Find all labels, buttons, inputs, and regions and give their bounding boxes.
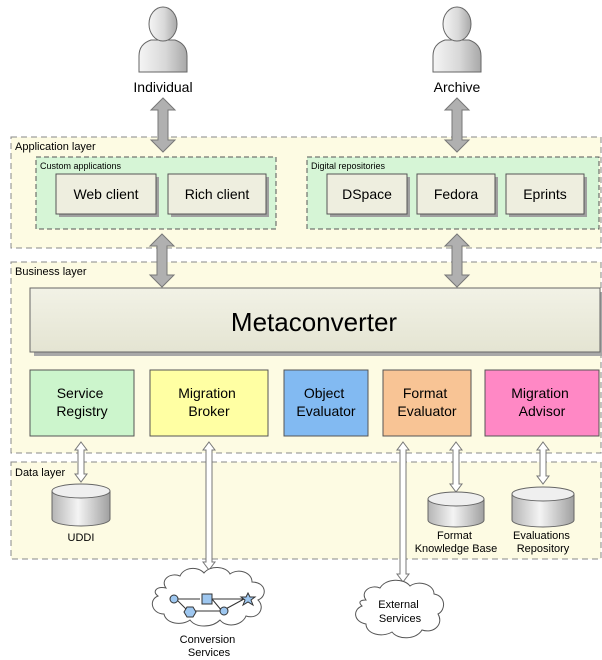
digital-repositories-label: Digital repositories — [311, 161, 386, 171]
individual-app-arrow — [149, 97, 177, 153]
uddi-label: UDDI — [68, 532, 95, 544]
eprints-box: Eprints — [505, 173, 587, 217]
metaconverter-label: Metaconverter — [231, 307, 398, 337]
archive-app-arrow — [443, 97, 471, 153]
object-evaluator-box: Object Evaluator — [283, 369, 369, 437]
migration-broker-label: Migration Broker — [178, 385, 239, 419]
archive-label: Archive — [434, 79, 481, 95]
application-layer-label: Application layer — [15, 141, 96, 153]
fedora-box: Fedora — [416, 173, 498, 217]
format-kb-label: Format Knowledge Base — [415, 530, 498, 555]
web-client-box: Web client — [55, 173, 159, 217]
registry-uddi-arrow — [74, 441, 88, 483]
object-evaluator-label: Object Evaluator — [296, 385, 355, 419]
uddi-database-icon: UDDI — [51, 483, 111, 544]
individual-label: Individual — [133, 79, 192, 95]
business-layer-label: Business layer — [15, 266, 87, 278]
migration-broker-box: Migration Broker — [149, 369, 269, 437]
external-services-label: External Services — [378, 599, 421, 625]
web-client-label: Web client — [73, 186, 138, 202]
webclient-metaconverter-arrow — [148, 233, 176, 288]
individual-person-icon: Individual — [133, 6, 193, 95]
rich-client-box: Rich client — [167, 173, 269, 217]
service-registry-box: Service Registry — [29, 369, 135, 437]
fedora-label: Fedora — [434, 186, 479, 202]
repositories-metaconverter-arrow — [443, 233, 471, 288]
format-evaluator-label: Format Evaluator — [397, 385, 456, 419]
evaluations-database-icon: Evaluations Repository — [511, 486, 575, 555]
archive-person-icon: Archive — [432, 6, 482, 95]
data-layer-label: Data layer — [15, 467, 65, 479]
migration-advisor-label: Migration Advisor — [511, 385, 572, 419]
dspace-box: DSpace — [326, 173, 410, 217]
format-evaluator-box: Format Evaluator — [382, 369, 472, 437]
migration-advisor-box: Migration Advisor — [484, 369, 600, 437]
advisor-evaluations-arrow — [536, 441, 550, 485]
metaconverter-box: Metaconverter — [29, 287, 602, 356]
format-kb-database-icon: Format Knowledge Base — [415, 491, 498, 555]
dspace-label: DSpace — [342, 186, 392, 202]
rich-client-label: Rich client — [185, 186, 250, 202]
custom-applications-label: Custom applications — [40, 161, 122, 171]
service-registry-label: Service Registry — [56, 385, 107, 419]
conversion-services-label: Conversion Services — [180, 634, 239, 659]
eprints-label: Eprints — [523, 186, 567, 202]
conversion-services-cloud-icon: Conversion Services — [151, 567, 265, 659]
evaluations-label: Evaluations Repository — [513, 530, 573, 555]
external-services-cloud-icon: External Services — [355, 579, 444, 639]
